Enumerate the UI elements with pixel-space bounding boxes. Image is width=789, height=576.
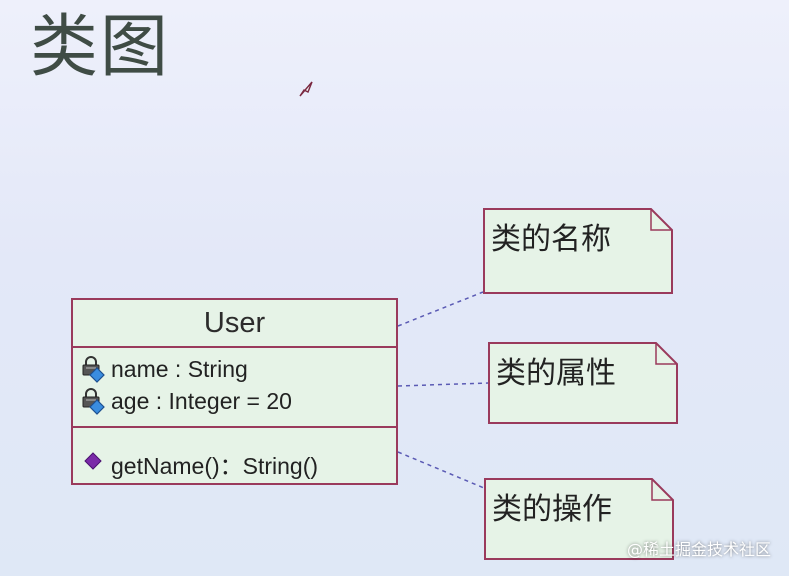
operation-text: getName()：String() [111,453,319,479]
operation-row: getName()：String() [73,448,396,480]
attributes-section: name : String age : Integer = 20 [73,348,396,428]
connector-name [397,291,484,327]
private-attribute-icon [82,388,105,415]
operations-section: getName()：String() [73,428,396,480]
connector-attributes [397,382,489,387]
note-label: 类的操作 [492,492,612,527]
mouse-pointer-icon [299,81,313,97]
attribute-text: age : Integer = 20 [111,387,292,414]
note-class-attributes: 类的属性 [488,342,678,424]
attribute-row: name : String [73,353,396,385]
private-attribute-icon [82,356,105,383]
watermark: @稀土掘金技术社区 [626,540,771,559]
public-operation-icon [84,452,102,470]
note-label: 类的属性 [496,356,616,391]
note-class-operations: 类的操作 [484,478,674,560]
note-class-name: 类的名称 [483,208,673,294]
note-label: 类的名称 [491,222,611,257]
class-name: User [73,300,396,348]
attribute-text: name : String [111,355,248,382]
connector-operations [397,451,485,489]
slide-title: 类图 [30,8,171,87]
uml-class-box: User name : String age : Integer = 20 [71,298,398,485]
attribute-row: age : Integer = 20 [73,385,396,417]
